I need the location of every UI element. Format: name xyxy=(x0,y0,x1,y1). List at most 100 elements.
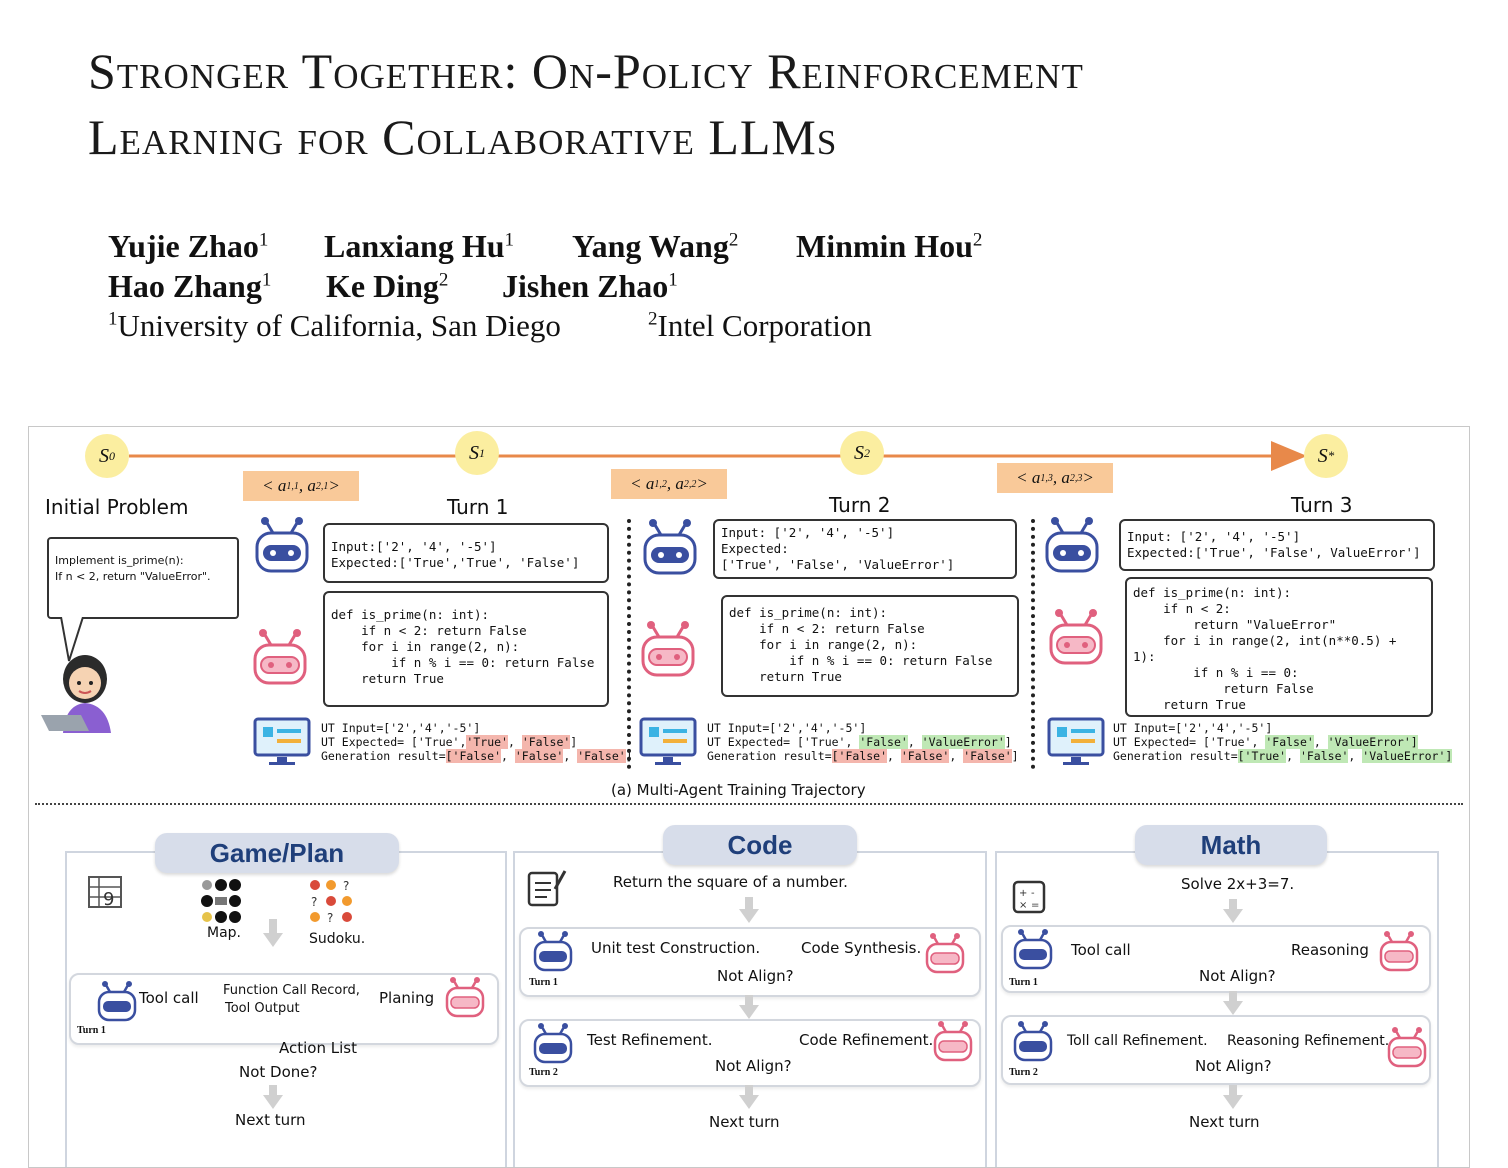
flow-arrow-head xyxy=(263,1095,283,1109)
author-5: Hao Zhang1 xyxy=(108,268,271,305)
svg-text:+: + xyxy=(1019,888,1027,899)
initial-problem-label: Initial Problem xyxy=(45,495,189,519)
affiliation-1: 1University of California, San Diego xyxy=(108,308,561,344)
game-next-turn: Next turn xyxy=(235,1111,306,1129)
map-icon xyxy=(201,879,241,923)
gen-item: ['False' xyxy=(831,749,888,763)
author-4: Minmin Hou2 xyxy=(796,228,982,265)
turn-3-unit-test: UT Input=['2','4','-5'] UT Expected= ['T… xyxy=(1113,721,1453,763)
gen-prefix: Generation result= xyxy=(707,749,832,763)
turn-1-code-box: def is_prime(n: int): if n < 2: return F… xyxy=(323,591,609,707)
game-tool-call: Tool call xyxy=(139,989,199,1007)
affiliation-2: 2Intel Corporation xyxy=(648,308,872,344)
affiliations: 1University of California, San Diego 2In… xyxy=(108,308,1008,348)
flow-arrow-stem xyxy=(1229,991,1237,1003)
notepad-icon xyxy=(527,870,567,907)
ut-input: UT Input=['2','4','-5'] xyxy=(321,721,481,735)
author-aff: 1 xyxy=(668,269,678,291)
author-aff: 2 xyxy=(438,269,449,291)
ut-expected-prefix: UT Expected= ['True' xyxy=(321,735,460,749)
author-1: Yujie Zhao1 xyxy=(108,228,268,265)
calculator-icon: +- ×= xyxy=(1012,880,1046,914)
robot-blue-icon xyxy=(97,981,137,1022)
code-turn-2-right: Code Refinement. xyxy=(799,1031,934,1049)
author-name: Minmin Hou xyxy=(796,228,973,264)
author-name: Hao Zhang xyxy=(108,268,262,304)
robot-pink-icon xyxy=(641,621,695,677)
gen-item: 'False' xyxy=(514,749,564,763)
game-function-record: Function Call Record, xyxy=(223,983,360,998)
code-turn-2-left: Test Refinement. xyxy=(587,1031,713,1049)
bubble-tail xyxy=(60,617,84,662)
robot-pink-icon xyxy=(1049,609,1103,665)
author-2: Lanxiang Hu1 xyxy=(324,228,514,265)
gen-prefix: Generation result= xyxy=(321,749,446,763)
author-aff: 2 xyxy=(972,229,983,251)
sudoku-icon: ? ? ? xyxy=(310,879,352,925)
math-turn-2-label: Turn 2 xyxy=(1009,1067,1038,1078)
robot-blue-icon xyxy=(533,931,573,972)
math-turn-1-label: Turn 1 xyxy=(1009,977,1038,988)
figure-caption: (a) Multi-Agent Training Trajectory xyxy=(611,781,866,799)
robot-blue-icon xyxy=(643,519,697,575)
monitor-icon xyxy=(253,717,311,765)
math-turn-1-mid: Not Align? xyxy=(1199,967,1276,985)
math-turn-2-right: Reasoning Refinement. xyxy=(1227,1033,1390,1049)
ut-expected-item: 'False' xyxy=(859,735,908,749)
game-not-done: Not Done? xyxy=(239,1063,318,1081)
sudoku-label: Sudoku. xyxy=(309,931,366,947)
paper-title: Stronger Together: On-Policy Reinforceme… xyxy=(88,43,1084,165)
robot-blue-icon xyxy=(533,1023,573,1064)
game-action-list: Action List xyxy=(279,1039,357,1057)
monitor-icon xyxy=(1047,717,1105,765)
robot-blue-icon xyxy=(1013,1021,1053,1062)
game-planing: Planing xyxy=(379,989,435,1007)
turn-3-label: Turn 3 xyxy=(1291,493,1353,517)
turn-1-unit-test: UT Input=['2','4','-5'] UT Expected= ['T… xyxy=(321,721,633,763)
math-turn-1-right: Reasoning xyxy=(1291,941,1369,959)
game-turn-1-box xyxy=(69,973,499,1045)
robot-pink-icon xyxy=(933,1021,973,1062)
initial-problem-bubble: Implement is_prime(n): If n < 2, return … xyxy=(47,537,239,619)
robot-pink-icon xyxy=(253,629,307,685)
gen-item: 'False' xyxy=(900,749,950,763)
turn-separator xyxy=(627,519,631,769)
code-turn-2-label: Turn 2 xyxy=(529,1067,558,1078)
author-3: Yang Wang2 xyxy=(572,228,738,265)
gen-item: 'False' xyxy=(963,749,1012,763)
turn-1-test-box: Input:['2', '4', '-5'] Expected:['True',… xyxy=(323,523,609,583)
flow-arrow-stem xyxy=(745,995,753,1007)
robot-pink-icon xyxy=(1379,931,1419,972)
ut-input: UT Input=['2','4','-5'] xyxy=(707,721,867,735)
author-name: Jishen Zhao xyxy=(502,268,669,304)
turn-2-label: Turn 2 xyxy=(829,493,891,517)
flow-arrow-head xyxy=(1223,1001,1243,1015)
code-turn-1-left: Unit test Construction. xyxy=(591,939,761,957)
author-name: Ke Ding xyxy=(326,268,439,304)
map-label: Map. xyxy=(207,925,241,941)
flow-arrow-stem xyxy=(269,919,277,935)
flow-arrow-stem xyxy=(1229,899,1237,911)
turn-1-label: Turn 1 xyxy=(447,495,509,519)
svg-text:-: - xyxy=(1031,888,1035,899)
robot-blue-icon xyxy=(1013,929,1053,970)
robot-blue-icon xyxy=(1045,517,1099,573)
gen-prefix: Generation result= xyxy=(1113,749,1238,763)
gen-item: 'False' xyxy=(1299,749,1349,763)
section-divider xyxy=(35,803,1463,805)
state-s-star: S* xyxy=(1304,434,1348,478)
math-turn-1-box xyxy=(1001,925,1431,993)
affiliation-name: Intel Corporation xyxy=(657,308,872,343)
robot-pink-icon xyxy=(925,933,965,974)
flow-arrow-head xyxy=(739,909,759,923)
affiliation-mark: 1 xyxy=(108,308,118,330)
flow-arrow-head xyxy=(1223,909,1243,923)
robot-pink-icon xyxy=(1387,1027,1427,1068)
turn-3-code-box: def is_prime(n: int): if n < 2: return "… xyxy=(1125,577,1433,717)
flow-arrow-stem xyxy=(269,1085,277,1097)
